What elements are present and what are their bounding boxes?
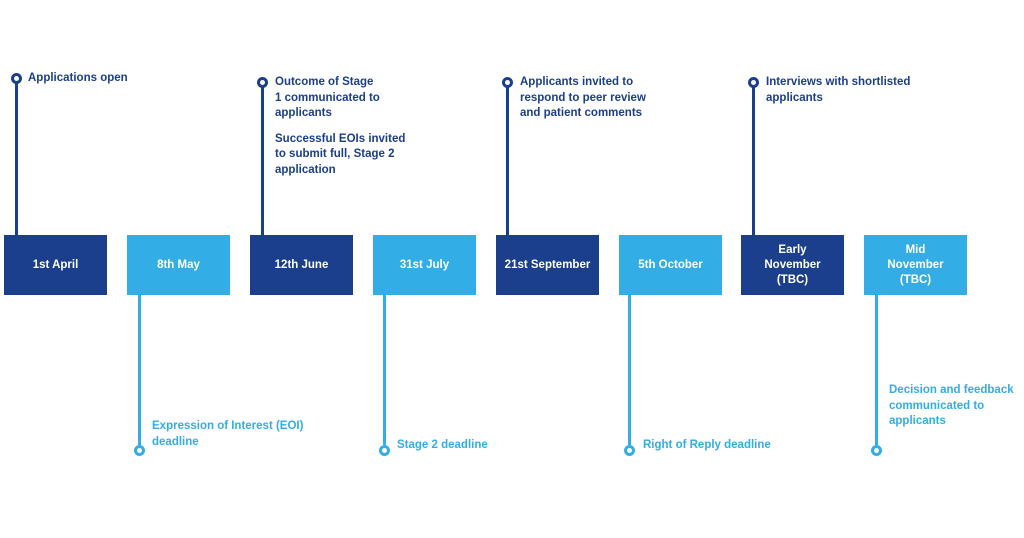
milestone-date-box: 1st April bbox=[4, 235, 107, 295]
milestone-label: Applicants invited to respond to peer re… bbox=[520, 75, 720, 122]
milestone-label-text: Applicants invited to respond to peer re… bbox=[520, 76, 646, 119]
milestone-dot bbox=[11, 73, 22, 84]
milestone-dot bbox=[748, 77, 759, 88]
milestone-label: Applications open bbox=[28, 71, 228, 87]
milestone-date-box: 31st July bbox=[373, 235, 476, 295]
connector-line bbox=[506, 87, 509, 235]
connector-line bbox=[628, 295, 631, 445]
milestone-dot bbox=[871, 445, 882, 456]
milestone-label-text: Expression of Interest (EOI) deadline bbox=[152, 420, 304, 448]
milestone-label-text: Right of Reply deadline bbox=[643, 439, 771, 451]
milestone-label-text: Successful EOIs invited to submit full, … bbox=[275, 132, 406, 176]
milestone-date-box: 8th May bbox=[127, 235, 230, 295]
milestone-date: 5th October bbox=[638, 258, 703, 271]
milestone-date: Mid November (TBC) bbox=[887, 243, 944, 286]
milestone-label: Stage 2 deadline bbox=[397, 438, 597, 454]
milestone-date: 8th May bbox=[157, 258, 200, 271]
milestone-label-text: Stage 2 deadline bbox=[397, 439, 488, 451]
milestone-dot bbox=[624, 445, 635, 456]
milestone-date-box: Early November (TBC) bbox=[741, 235, 844, 295]
milestone-date: 12th June bbox=[274, 258, 329, 271]
milestone-dot bbox=[502, 77, 513, 88]
milestone-label: Right of Reply deadline bbox=[643, 438, 843, 454]
connector-line bbox=[138, 295, 141, 445]
milestone-label: Decision and feedback communicated to ap… bbox=[889, 383, 1021, 430]
milestone-date: 21st September bbox=[504, 258, 591, 271]
milestone-label: Expression of Interest (EOI) deadline bbox=[152, 419, 352, 450]
connector-line bbox=[752, 87, 755, 235]
milestone-date-box: Mid November (TBC) bbox=[864, 235, 967, 295]
connector-line bbox=[15, 83, 18, 235]
connector-line bbox=[261, 87, 264, 235]
milestone-date-box: 21st September bbox=[496, 235, 599, 295]
milestone-date: 31st July bbox=[399, 258, 450, 271]
milestone-label: Interviews with shortlisted applicants bbox=[766, 75, 976, 106]
connector-line bbox=[875, 295, 878, 445]
milestone-dot bbox=[134, 445, 145, 456]
milestone-date: 1st April bbox=[32, 258, 79, 271]
milestone-date: Early November (TBC) bbox=[764, 243, 821, 286]
milestone-dot bbox=[379, 445, 390, 456]
milestone-label-text: Decision and feedback communicated to ap… bbox=[889, 384, 1014, 427]
connector-line bbox=[383, 295, 386, 445]
milestone-label: Outcome of Stage 1 communicated to appli… bbox=[275, 75, 475, 178]
milestone-label-text: Applications open bbox=[28, 72, 128, 84]
milestone-label-text: Outcome of Stage 1 communicated to appli… bbox=[275, 76, 380, 119]
milestone-dot bbox=[257, 77, 268, 88]
milestone-date-box: 12th June bbox=[250, 235, 353, 295]
milestone-label-text: Interviews with shortlisted applicants bbox=[766, 76, 911, 104]
milestone-date-box: 5th October bbox=[619, 235, 722, 295]
